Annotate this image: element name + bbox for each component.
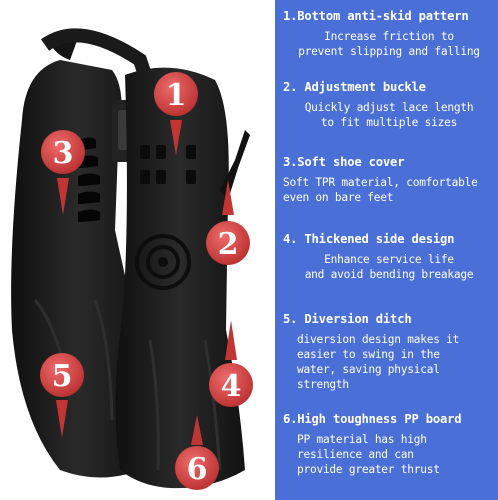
feature-2: 2. Adjustment buckle Quickly adjust lace… xyxy=(283,80,495,130)
svg-text:4: 4 xyxy=(221,369,242,404)
fins-photo: 1 2 3 4 5 6 xyxy=(11,28,253,490)
marker-3: 3 xyxy=(41,130,85,215)
feature-3: 3.Soft shoe cover Soft TPR material, com… xyxy=(283,155,495,205)
feature-title: 1.Bottom anti-skid pattern xyxy=(283,9,469,23)
feature-desc: diversion design makes it easier to swin… xyxy=(297,333,460,391)
feature-title: 6.High toughness PP board xyxy=(283,412,462,426)
feature-title: 5. Diversion ditch xyxy=(283,312,412,326)
svg-text:5: 5 xyxy=(52,359,73,394)
marker-2: 2 xyxy=(206,180,250,265)
marker-5: 5 xyxy=(40,353,84,438)
svg-text:2: 2 xyxy=(218,227,239,262)
feature-title: 3.Soft shoe cover xyxy=(283,155,405,169)
marker-6: 6 xyxy=(175,415,219,490)
side-buckle xyxy=(220,130,250,200)
features-panel: 1.Bottom anti-skid pattern Increase fric… xyxy=(275,0,498,500)
svg-text:3: 3 xyxy=(53,136,74,171)
feature-desc: Increase friction to prevent slipping an… xyxy=(298,30,480,58)
feature-desc: Quickly adjust lace length to fit multip… xyxy=(304,101,474,129)
feature-4: 4. Thickened side design Enhance service… xyxy=(283,232,495,282)
right-fin xyxy=(115,67,245,489)
feature-desc: Enhance service life and avoid bending b… xyxy=(304,253,474,281)
feature-desc: PP material has high resilience and can … xyxy=(297,433,440,476)
feature-desc: Soft TPR material, comfortable even on b… xyxy=(283,176,478,204)
feature-5: 5. Diversion ditch diversion design make… xyxy=(283,312,495,392)
feature-title: 4. Thickened side design xyxy=(283,232,455,246)
feature-title: 2. Adjustment buckle xyxy=(283,80,426,94)
svg-text:1: 1 xyxy=(166,78,187,113)
feature-1: 1.Bottom anti-skid pattern Increase fric… xyxy=(283,9,495,59)
svg-text:6: 6 xyxy=(187,452,208,487)
marker-4: 4 xyxy=(209,320,253,407)
marker-1: 1 xyxy=(154,72,198,155)
feature-6: 6.High toughness PP board PP material ha… xyxy=(283,412,495,477)
